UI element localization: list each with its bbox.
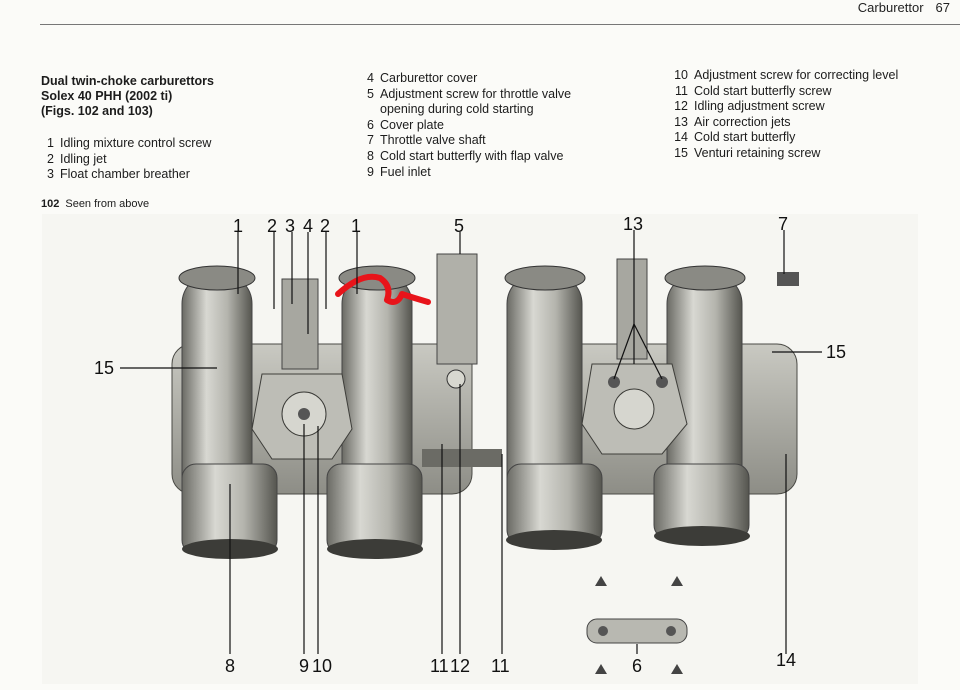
callout-12: 12 [450, 656, 470, 676]
callout-7: 7 [778, 214, 788, 234]
section-title: Carburettor [857, 0, 924, 15]
callout-6: 6 [632, 656, 642, 676]
left-carburettor [171, 265, 473, 559]
callout-15-left: 15 [94, 358, 114, 378]
red-annotation-mark [335, 273, 431, 305]
header-rule [40, 24, 960, 25]
callout-2b: 2 [320, 216, 330, 236]
leader-lines [120, 230, 822, 654]
page-number: 67 [935, 0, 950, 15]
title-line: Solex 40 PHH (2002 ti) [41, 89, 173, 103]
running-head: Carburettor 67 [858, 0, 950, 15]
figure-title: Dual twin-choke carburettors Solex 40 PH… [41, 74, 214, 119]
legend-item: opening during cold starting [380, 102, 534, 117]
figure-number: 102 [41, 198, 60, 210]
callout-11: 11 [430, 656, 449, 676]
title-line: (Figs. 102 and 103) [41, 104, 153, 118]
callout-13: 13 [623, 214, 643, 234]
callout-5: 5 [454, 216, 464, 236]
callout-14: 14 [776, 650, 796, 670]
figure-caption: 102 Seen from above [41, 198, 149, 210]
title-line: Dual twin-choke carburettors [41, 74, 214, 88]
callout-8: 8 [225, 656, 235, 676]
callout-3: 3 [285, 216, 295, 236]
callout-11b: 11 [491, 656, 510, 676]
cover-plate [586, 576, 688, 674]
right-carburettor [504, 258, 799, 550]
callout-1b: 1 [351, 216, 361, 236]
callout-10: 10 [312, 656, 332, 676]
callout-9: 9 [299, 656, 309, 676]
callout-15-right: 15 [826, 342, 846, 362]
figure-caption-text: Seen from above [65, 198, 150, 210]
callout-2: 2 [267, 216, 277, 236]
callout-4: 4 [303, 216, 313, 236]
carburettor-photo: 1 2 3 4 2 1 5 13 7 15 15 8 9 10 11 12 11… [42, 214, 918, 684]
callout-1: 1 [233, 216, 243, 236]
